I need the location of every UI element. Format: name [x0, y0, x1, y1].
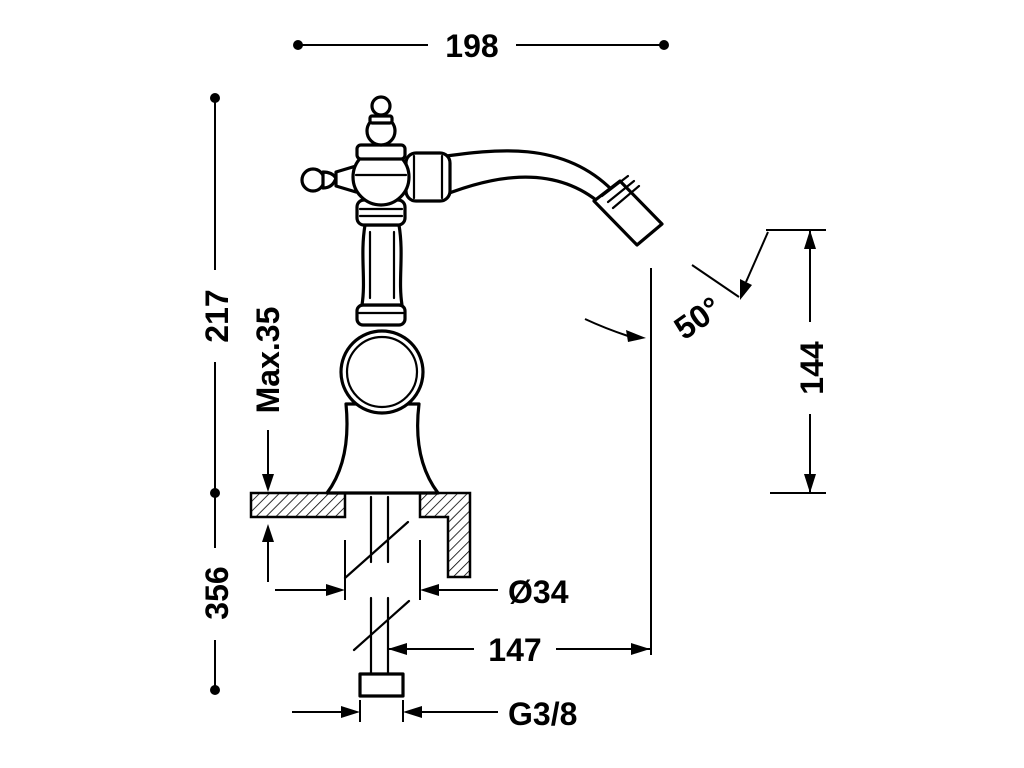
dimension-max-35: Max.35 — [250, 307, 286, 582]
g38-connector — [358, 672, 405, 698]
label-217: 217 — [199, 289, 235, 342]
dimension-217: 217 — [199, 93, 235, 498]
label-diameter-34: Ø34 — [508, 574, 569, 610]
label-max-35: Max.35 — [250, 307, 286, 414]
faucet-body — [300, 95, 664, 698]
deck-section — [249, 491, 472, 579]
label-356: 356 — [199, 566, 235, 619]
dimension-diameter-34: Ø34 — [275, 540, 569, 610]
label-g38: G3/8 — [508, 696, 577, 732]
label-198: 198 — [445, 28, 498, 64]
dimension-g38: G3/8 — [292, 696, 577, 732]
dimension-144: 144 — [766, 229, 830, 494]
label-50-degrees: 50° — [668, 289, 728, 346]
label-147: 147 — [488, 632, 541, 668]
label-144: 144 — [794, 341, 830, 395]
dimension-198: 198 — [293, 28, 669, 64]
dimension-147: 147 — [388, 632, 650, 668]
break-marks — [343, 520, 411, 652]
dimension-356: 356 — [199, 497, 235, 695]
dimension-50-degrees: 50° — [584, 231, 769, 347]
